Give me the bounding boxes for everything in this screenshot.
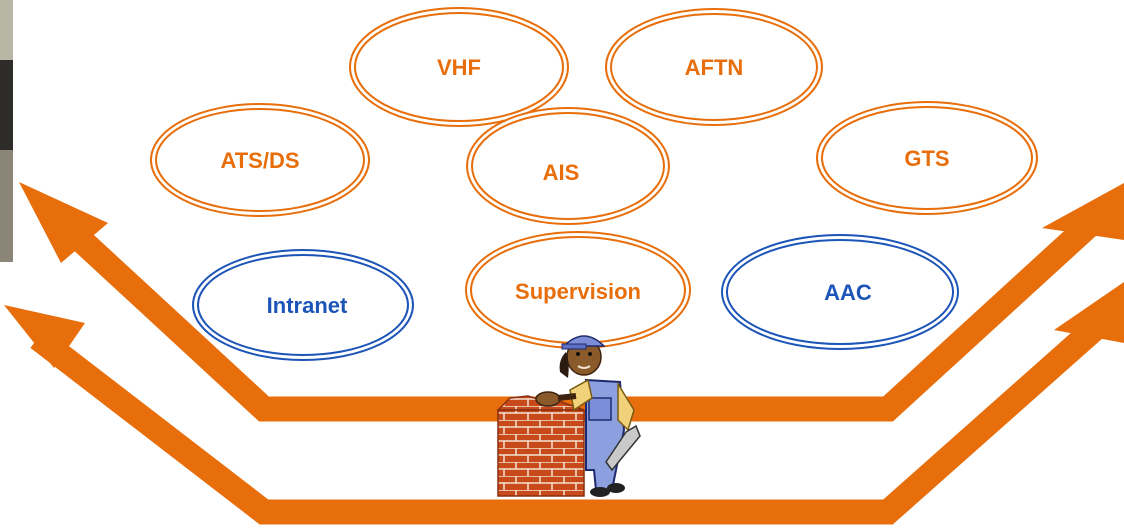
node-ais: AIS: [466, 107, 670, 225]
node-label: GTS: [904, 146, 949, 171]
lower-arrow-band: [4, 282, 1124, 525]
node-ats-ds: ATS/DS: [150, 103, 370, 217]
node-gts: GTS: [816, 101, 1038, 215]
brick-wall: [497, 409, 585, 497]
node-label: VHF: [437, 55, 481, 80]
photo-fragment: [0, 0, 13, 262]
lower-right-arrowhead: [1054, 282, 1124, 343]
node-label: ATS/DS: [220, 148, 299, 173]
upper-right-arrowhead: [1042, 183, 1124, 240]
bricklayer-worker-clipart: [496, 335, 641, 497]
node-intranet: Intranet: [192, 249, 414, 361]
node-supervision: Supervision: [465, 231, 691, 349]
node-label: AAC: [824, 280, 872, 305]
node-vhf: VHF: [349, 7, 569, 127]
node-label: AIS: [543, 160, 580, 185]
node-label: AFTN: [685, 55, 744, 80]
node-label: Intranet: [267, 293, 348, 318]
lower-left-arrowhead: [4, 305, 85, 368]
node-aftn: AFTN: [605, 8, 823, 126]
upper-left-arrowhead: [19, 182, 108, 263]
node-aac: AAC: [721, 234, 959, 350]
node-label: Supervision: [515, 279, 641, 304]
